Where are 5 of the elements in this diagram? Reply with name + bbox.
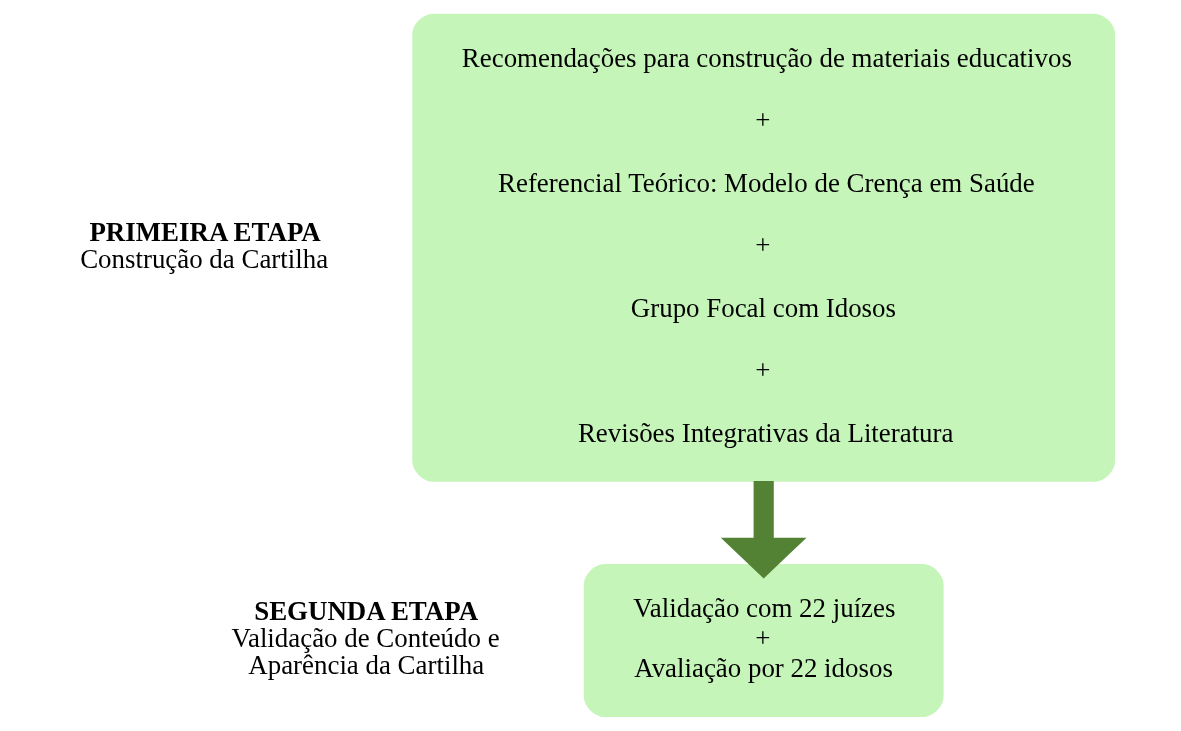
node-text: PRIMEIRA ETAPA Construção da Cartilha: [80, 216, 329, 274]
arrow: [720, 481, 807, 579]
node-box: Recomendações para construção de materiais educativos + Referencial Teórico: Modelo de Crença em Saúde + Grupo Focal com Idosos + Revisões Integrativas da Literatura: [412, 13, 1116, 482]
node-text: SEGUNDA ETAPA Validação de Conteúdo e Aparência da Cartilha: [231, 596, 500, 680]
node-box: Validação com 22 juízes + Avaliação por 22 idosos: [583, 564, 944, 718]
